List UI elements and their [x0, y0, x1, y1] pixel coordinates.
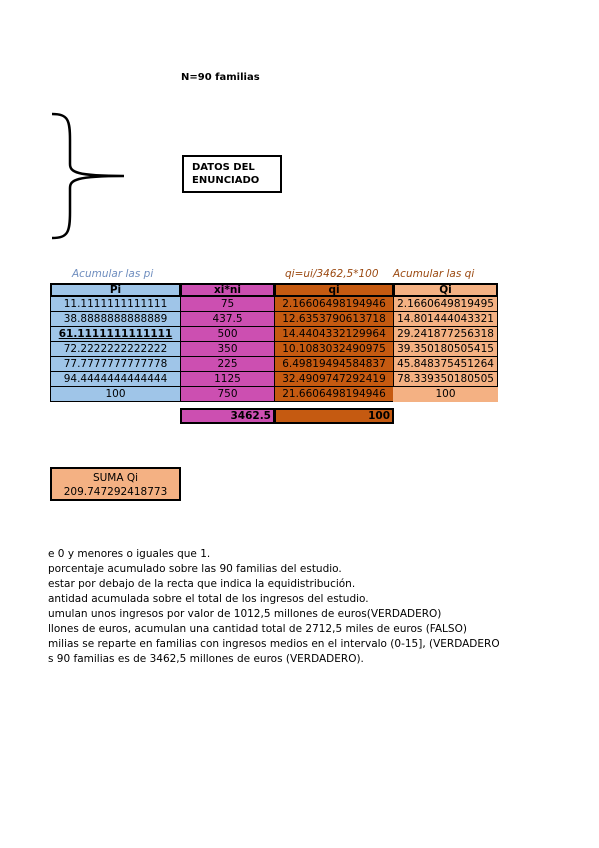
- cell-qi[interactable]: 6.49819494584837: [274, 357, 394, 372]
- suma-qi-value: 209.747292418773: [63, 486, 168, 498]
- cell-pi-selected[interactable]: 61.1111111111111: [50, 327, 181, 342]
- header-Qi[interactable]: Qi: [393, 283, 498, 297]
- cell-Qi[interactable]: 29.241877256318: [393, 327, 498, 342]
- cell-Qi[interactable]: 2.1660649819495: [393, 297, 498, 312]
- cell-pi[interactable]: 77.7777777777778: [50, 357, 181, 372]
- cell-Qi[interactable]: 100: [393, 387, 498, 402]
- suma-qi-box[interactable]: SUMA Qi 209.747292418773: [50, 467, 181, 501]
- answer-text-block: e 0 y menores o iguales que 1. porcentaj…: [48, 547, 499, 667]
- text-line: umulan unos ingresos por valor de 1012,5…: [48, 608, 442, 620]
- cell-xini[interactable]: 437.5: [180, 312, 275, 327]
- cell-Qi[interactable]: 39.350180505415: [393, 342, 498, 357]
- text-line: llones de euros, acumulan una cantidad t…: [48, 623, 467, 635]
- cell-xini[interactable]: 750: [180, 387, 275, 402]
- header-qi[interactable]: qi: [274, 283, 394, 297]
- datos-line-2: ENUNCIADO: [192, 175, 260, 186]
- text-line: antidad acumulada sobre el total de los …: [48, 593, 369, 605]
- curly-brace: [51, 112, 125, 240]
- note-acumular-pi: Acumular las pi: [72, 268, 154, 280]
- header-pi[interactable]: Pi: [50, 283, 181, 297]
- cell-pi[interactable]: 38.8888888888889: [50, 312, 181, 327]
- total-xini[interactable]: 3462.5: [180, 408, 275, 424]
- text-line: e 0 y menores o iguales que 1.: [48, 548, 211, 560]
- text-line: milias se reparte en familias con ingres…: [48, 638, 499, 650]
- cell-qi[interactable]: 21.6606498194946: [274, 387, 394, 402]
- cell-pi[interactable]: 11.1111111111111: [50, 297, 181, 312]
- cell-Qi[interactable]: 78.339350180505: [393, 372, 498, 387]
- text-line: porcentaje acumulado sobre las 90 famili…: [48, 563, 342, 575]
- cell-qi[interactable]: 32.4909747292419: [274, 372, 394, 387]
- cell-xini[interactable]: 1125: [180, 372, 275, 387]
- cell-xini[interactable]: 225: [180, 357, 275, 372]
- cell-qi[interactable]: 12.6353790613718: [274, 312, 394, 327]
- note-acumular-qi: Acumular las qi: [393, 268, 475, 280]
- cell-qi[interactable]: 2.16606498194946: [274, 297, 394, 312]
- cell-qi[interactable]: 10.1083032490975: [274, 342, 394, 357]
- datos-enunciado-box: DATOS DEL ENUNCIADO: [182, 155, 282, 193]
- cell-Qi[interactable]: 45.848375451264: [393, 357, 498, 372]
- text-line: estar por debajo de la recta que indica …: [48, 578, 356, 590]
- note-qi-formula: qi=ui/3462,5*100: [285, 268, 379, 280]
- page-title: N=90 familias: [181, 72, 260, 83]
- column-xini: xi*ni 75 437.5 500 350 225 1125 750: [180, 283, 275, 402]
- cell-pi[interactable]: 72.2222222222222: [50, 342, 181, 357]
- datos-line-1: DATOS DEL: [192, 162, 255, 173]
- suma-qi-label: SUMA Qi: [92, 472, 139, 484]
- cell-pi[interactable]: 94.4444444444444: [50, 372, 181, 387]
- cell-xini[interactable]: 75: [180, 297, 275, 312]
- header-xini[interactable]: xi*ni: [180, 283, 275, 297]
- cell-xini[interactable]: 500: [180, 327, 275, 342]
- column-pi: Pi 11.1111111111111 38.8888888888889 61.…: [50, 283, 181, 402]
- text-line: s 90 familias es de 3462,5 millones de e…: [48, 653, 364, 665]
- total-qi[interactable]: 100: [274, 408, 394, 424]
- cell-pi[interactable]: 100: [50, 387, 181, 402]
- cell-qi[interactable]: 14.4404332129964: [274, 327, 394, 342]
- column-Qi: Qi 2.1660649819495 14.801444043321 29.24…: [393, 283, 498, 402]
- cell-Qi[interactable]: 14.801444043321: [393, 312, 498, 327]
- cell-xini[interactable]: 350: [180, 342, 275, 357]
- column-qi: qi 2.16606498194946 12.6353790613718 14.…: [274, 283, 394, 402]
